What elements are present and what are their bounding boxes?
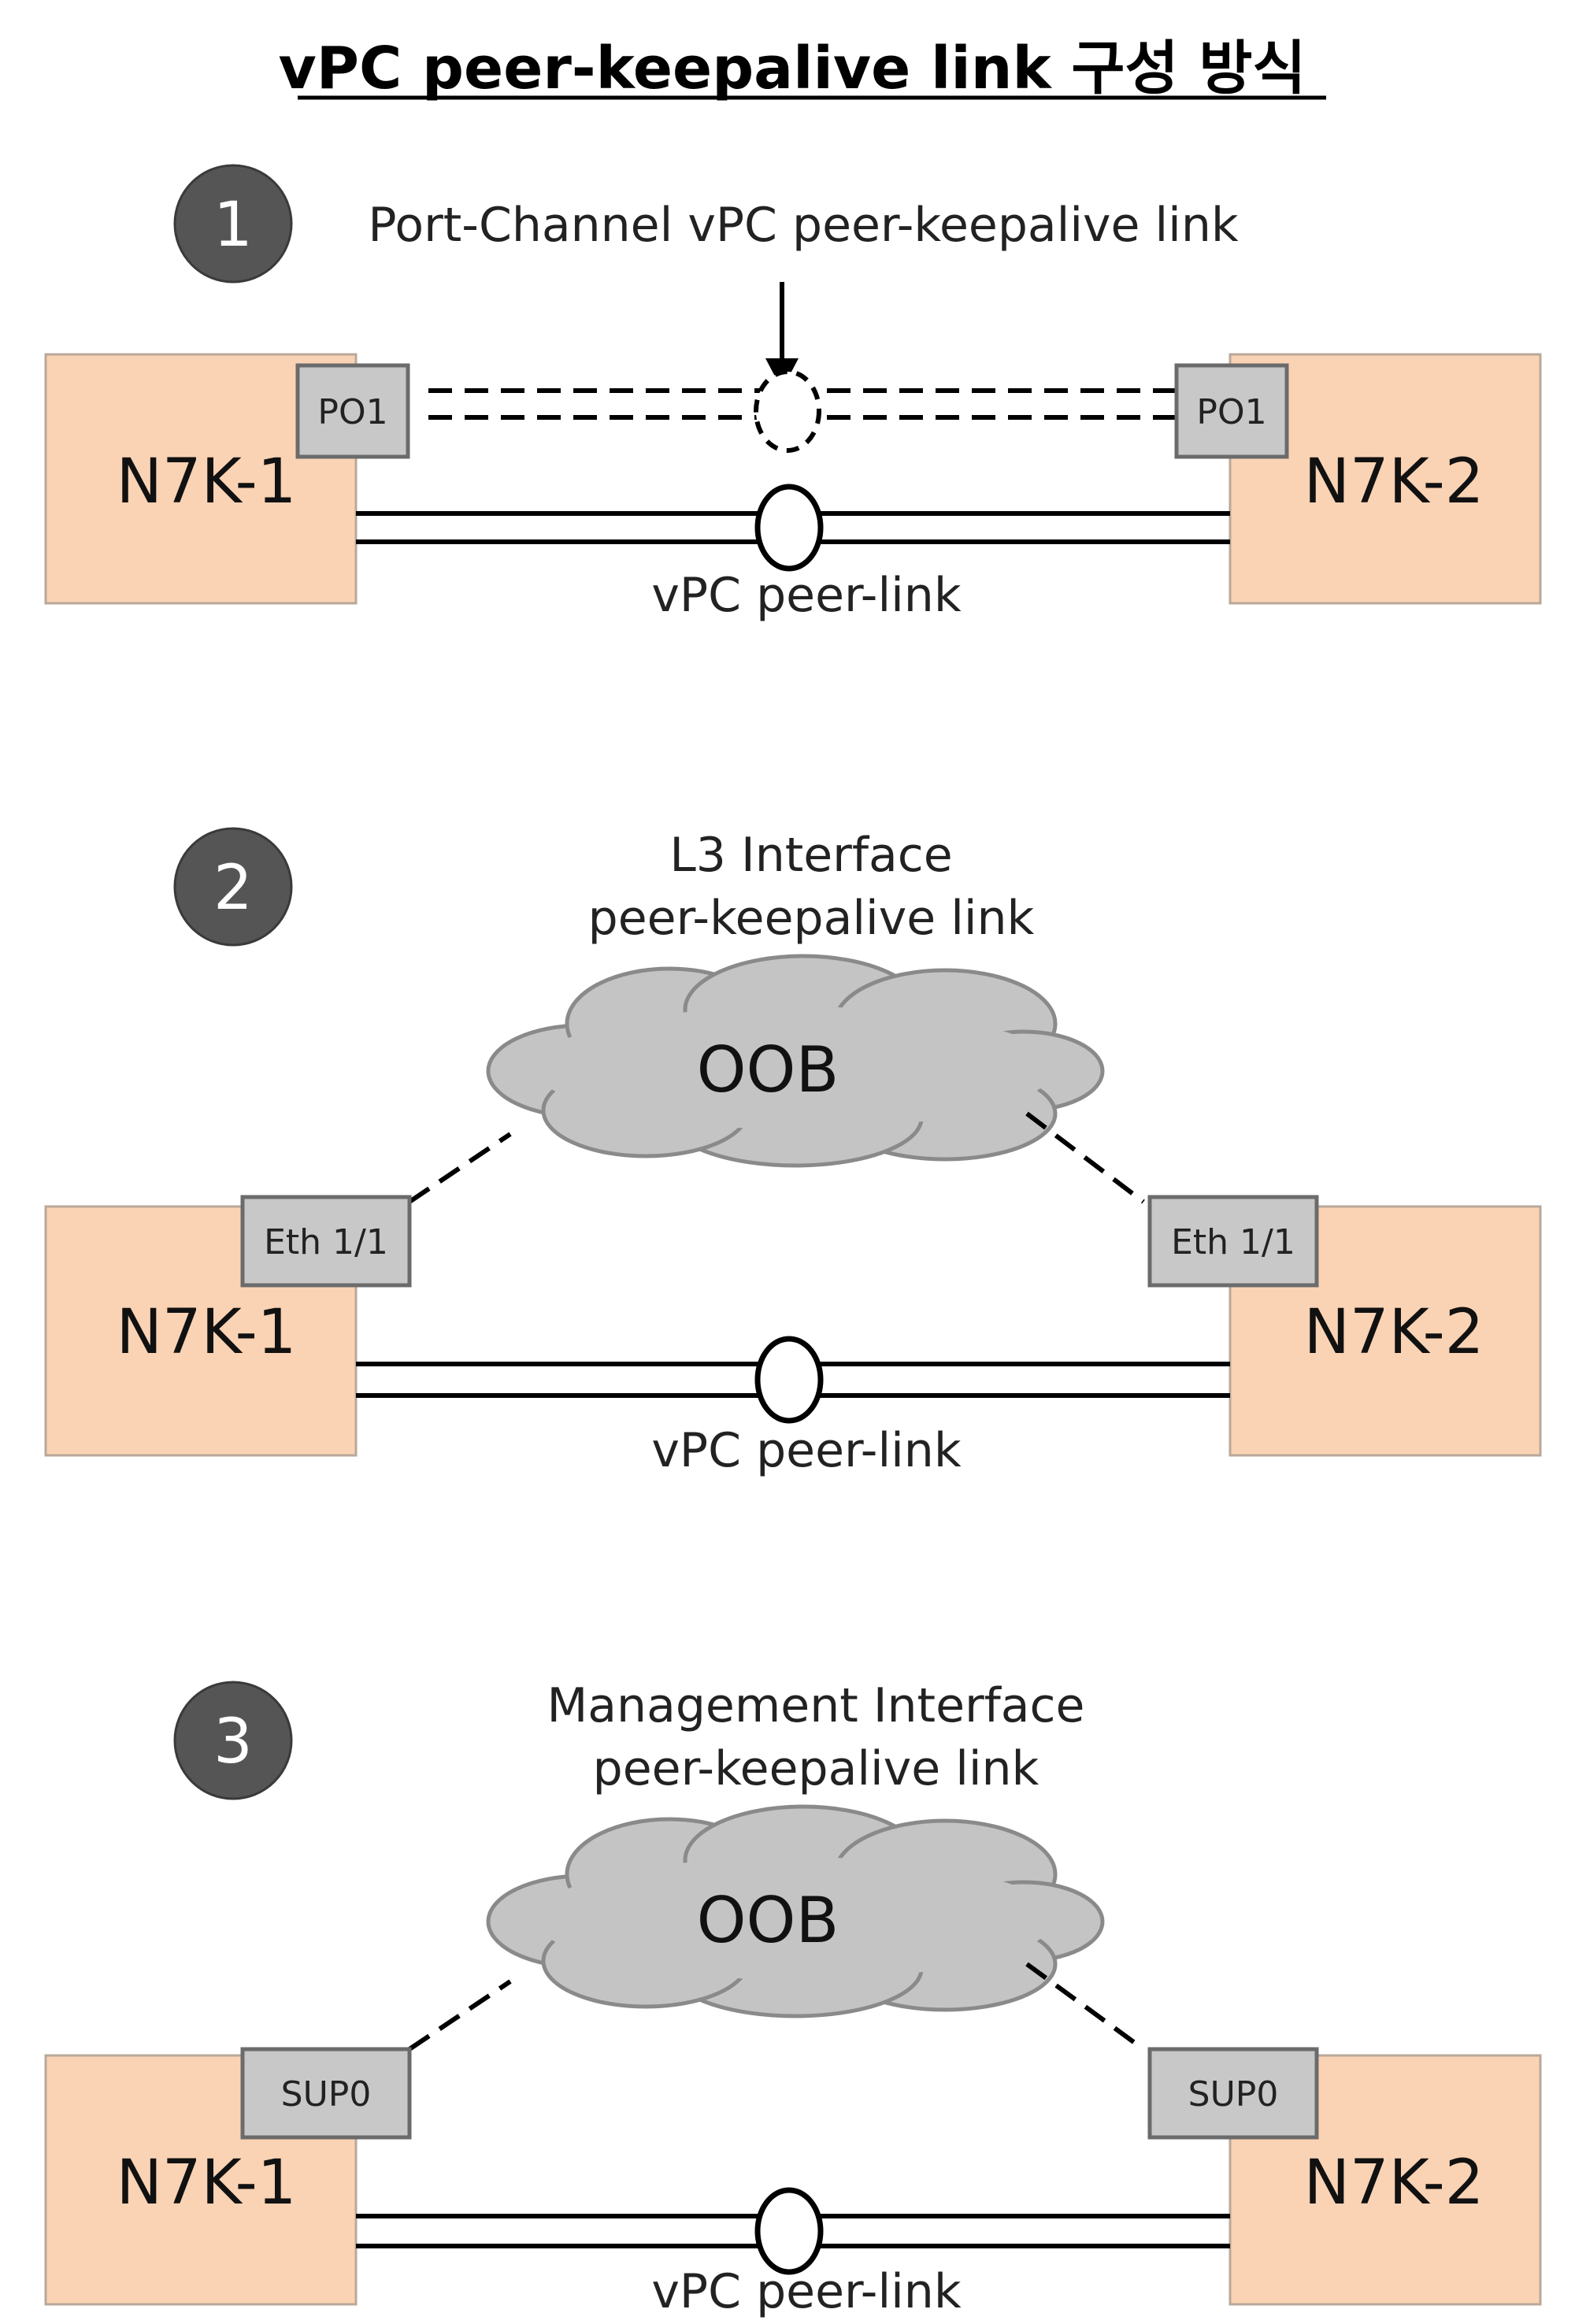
port-left: [295, 363, 410, 459]
section-1-caption: Port-Channel vPC peer-keepalive link: [368, 198, 1239, 253]
port-right-label: SUP0: [1188, 2074, 1279, 2115]
keepalive-dash-left: [408, 1979, 512, 2052]
keepalive-dash-left: [408, 1132, 512, 1204]
peer-link-ring: [754, 2187, 824, 2275]
node-n7k-1-label: N7K-1: [117, 2148, 297, 2218]
port-left: [240, 2047, 412, 2140]
port-left-label: Eth 1/1: [264, 1222, 388, 1262]
section-2-badge: [173, 827, 293, 947]
keepalive-dash-right: [1025, 1962, 1145, 2052]
node-n7k-1-label: N7K-1: [117, 1297, 297, 1368]
oob-cloud: [486, 954, 1105, 1168]
peer-link-label: vPC peer-link: [651, 568, 961, 623]
oob-cloud-label: OOB: [697, 1884, 839, 1957]
keepalive-bundle-ring: [754, 369, 821, 453]
port-right-label: PO1: [1196, 392, 1266, 432]
section-3: 3 Management Interface peer-keepalive li…: [44, 1678, 1542, 2319]
port-right: [1147, 2047, 1319, 2140]
port-right-label: Eth 1/1: [1171, 1222, 1295, 1262]
section-3-caption-line1: Management Interface: [547, 1678, 1085, 1733]
port-left-label: SUP0: [281, 2074, 372, 2115]
section-1-number: 1: [213, 190, 253, 261]
section-3-number: 3: [213, 1707, 253, 1777]
section-2: 2 L3 Interface peer-keepalive link OOB N…: [44, 827, 1542, 1478]
node-n7k-2-label: N7K-2: [1304, 1297, 1484, 1368]
keepalive-dash-right: [1025, 1111, 1145, 1204]
section-3-badge: [173, 1681, 293, 1800]
peer-link-label: vPC peer-link: [651, 2264, 961, 2319]
section-3-caption-line2: peer-keepalive link: [593, 1741, 1040, 1796]
port-right: [1147, 1195, 1319, 1288]
peer-link-ring: [754, 484, 824, 572]
port-right: [1174, 363, 1289, 459]
section-2-caption-line2: peer-keepalive link: [588, 891, 1035, 946]
node-n7k-2-label: N7K-2: [1304, 2148, 1484, 2218]
section-2-caption-line1: L3 Interface: [669, 828, 952, 883]
section-1-badge: [173, 164, 293, 284]
port-left: [240, 1195, 412, 1288]
port-left-label: PO1: [317, 392, 387, 432]
node-n7k-2: [1228, 353, 1542, 605]
peer-link-label: vPC peer-link: [651, 1423, 961, 1478]
section-1: 1 Port-Channel vPC peer-keepalive link N…: [44, 164, 1542, 623]
section-2-number: 2: [213, 853, 253, 924]
peer-link-ring: [754, 1336, 824, 1424]
node-n7k-1-label: N7K-1: [117, 447, 297, 517]
oob-cloud-label: OOB: [697, 1033, 839, 1106]
oob-cloud: [486, 1804, 1105, 2018]
diagram-title: vPC peer-keepalive link 구성 방식: [279, 35, 1306, 102]
node-n7k-2-label: N7K-2: [1304, 447, 1484, 517]
